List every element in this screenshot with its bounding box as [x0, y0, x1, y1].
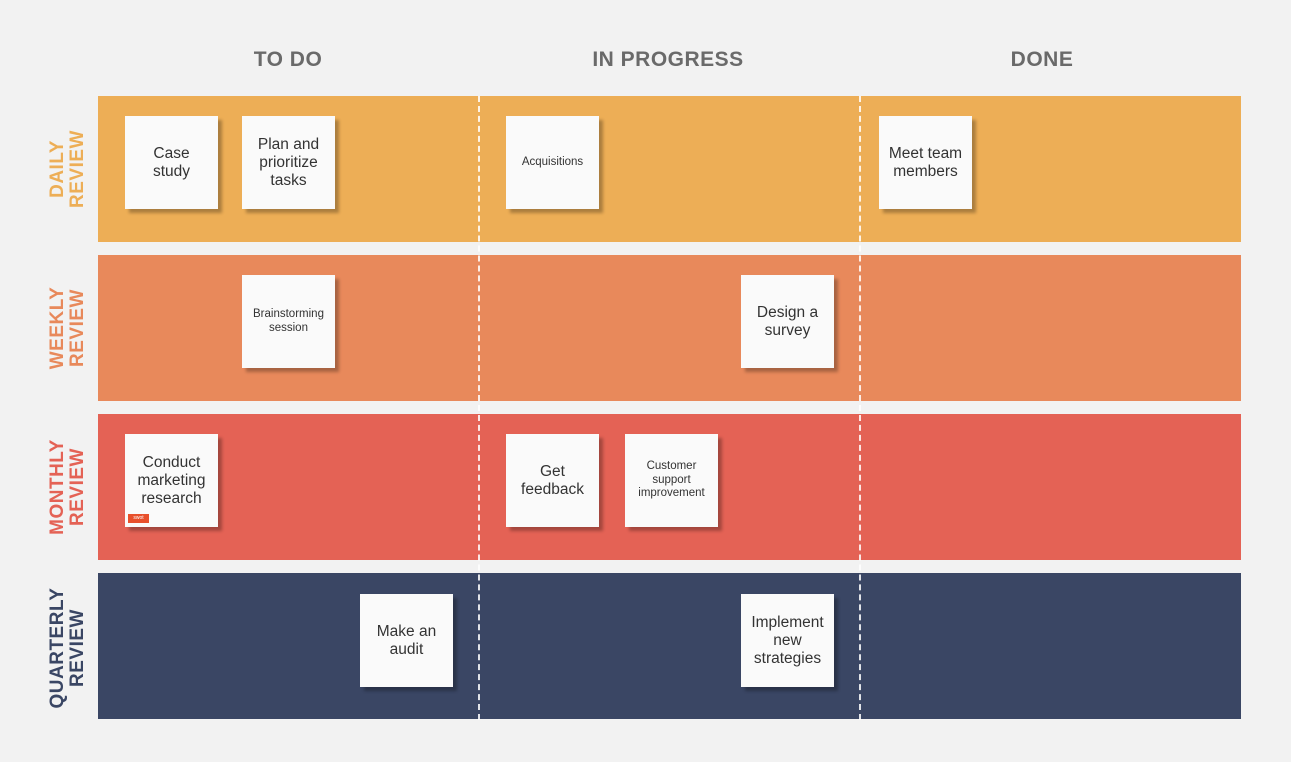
column-divider-1	[478, 96, 480, 720]
sticky-note-get-feedback[interactable]: Get feedback	[506, 434, 599, 527]
sticky-note-case-study[interactable]: Case study	[125, 116, 218, 209]
sticky-note-plan-prioritize-tasks[interactable]: Plan and prioritize tasks	[242, 116, 335, 209]
sticky-note-meet-team-members[interactable]: Meet team members	[879, 116, 972, 209]
sticky-note-acquisitions[interactable]: Acquisitions	[506, 116, 599, 209]
column-divider-2	[859, 96, 861, 720]
sticky-note-customer-support-improvement[interactable]: Customer support improvement	[625, 434, 718, 527]
lane-quarterly-review	[98, 573, 1241, 719]
sticky-note-brainstorming-session[interactable]: Brainstorming session	[242, 275, 335, 368]
sticky-note-conduct-marketing-research[interactable]: Conduct marketing research swot	[125, 434, 218, 527]
column-header-in-progress: IN PROGRESS	[592, 48, 744, 71]
column-header-todo: TO DO	[253, 48, 323, 71]
swot-tag: swot	[128, 514, 149, 523]
sticky-note-make-audit[interactable]: Make an audit	[360, 594, 453, 687]
sticky-note-implement-new-strategies[interactable]: Implement new strategies	[741, 594, 834, 687]
column-header-done: DONE	[1010, 48, 1074, 71]
sticky-note-design-survey[interactable]: Design a survey	[741, 275, 834, 368]
